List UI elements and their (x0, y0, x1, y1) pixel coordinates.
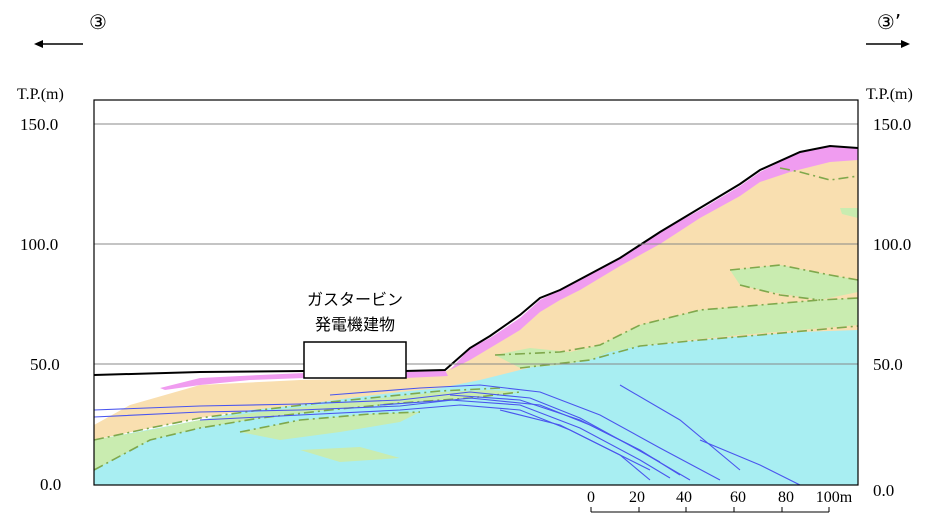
left-tick-100: 100.0 (20, 235, 58, 254)
right-arrow-icon (866, 40, 910, 48)
scale-label-40: 40 (676, 489, 692, 506)
scale-bar: 0 20 40 60 80 100m (587, 489, 853, 513)
plot-area (93, 99, 859, 486)
right-tick-100: 100.0 (873, 235, 911, 254)
scale-label-0: 0 (587, 489, 595, 506)
scale-label-60: 60 (730, 489, 746, 506)
right-tick-50: 50.0 (873, 355, 903, 374)
left-arrow-icon (34, 40, 83, 48)
left-tick-0: 0.0 (40, 475, 61, 494)
left-unit-label: T.P.(m) (17, 86, 64, 103)
left-tick-50: 50.0 (30, 355, 60, 374)
scale-label-20: 20 (629, 489, 645, 506)
building-label-line1: ガスタービン (307, 290, 403, 309)
section-end-marker: ③’ (877, 10, 901, 34)
scale-label-80: 80 (778, 489, 794, 506)
right-tick-150: 150.0 (873, 115, 911, 134)
building-label-line2: 発電機建物 (315, 315, 395, 334)
right-unit-label: T.P.(m) (866, 86, 913, 103)
left-tick-150: 150.0 (20, 115, 58, 134)
gas-turbine-building (303, 341, 407, 379)
scale-label-100m: 100m (816, 489, 853, 506)
section-start-marker: ③ (89, 10, 107, 34)
right-tick-0: 0.0 (873, 481, 894, 500)
